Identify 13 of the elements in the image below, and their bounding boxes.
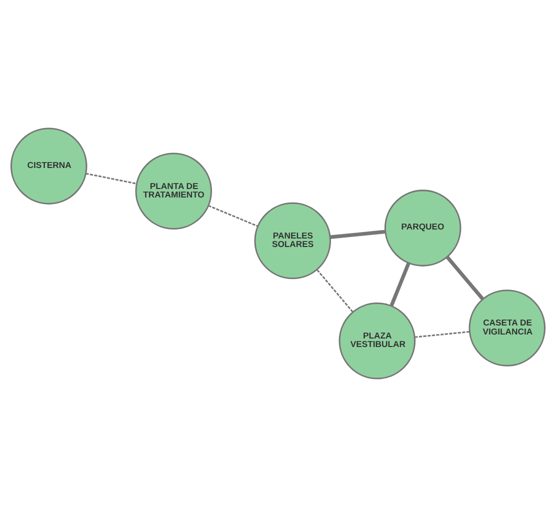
connector xyxy=(414,330,470,338)
node-circle: PANELES SOLARES xyxy=(254,202,332,279)
connector xyxy=(86,172,137,184)
connector xyxy=(208,204,258,226)
connector xyxy=(316,268,354,312)
connector xyxy=(390,262,410,306)
connector xyxy=(446,255,484,300)
node-circle: CISTERNA xyxy=(10,127,88,204)
node-circle: CASETA DE VIGILANCIA xyxy=(468,289,546,366)
node-circle: PLANTA DE TRATAMIENTO xyxy=(135,152,212,230)
connector xyxy=(330,229,386,238)
node-circle: PLAZA VESTIBULAR xyxy=(338,302,416,379)
node-circle: PARQUEO xyxy=(384,189,462,266)
